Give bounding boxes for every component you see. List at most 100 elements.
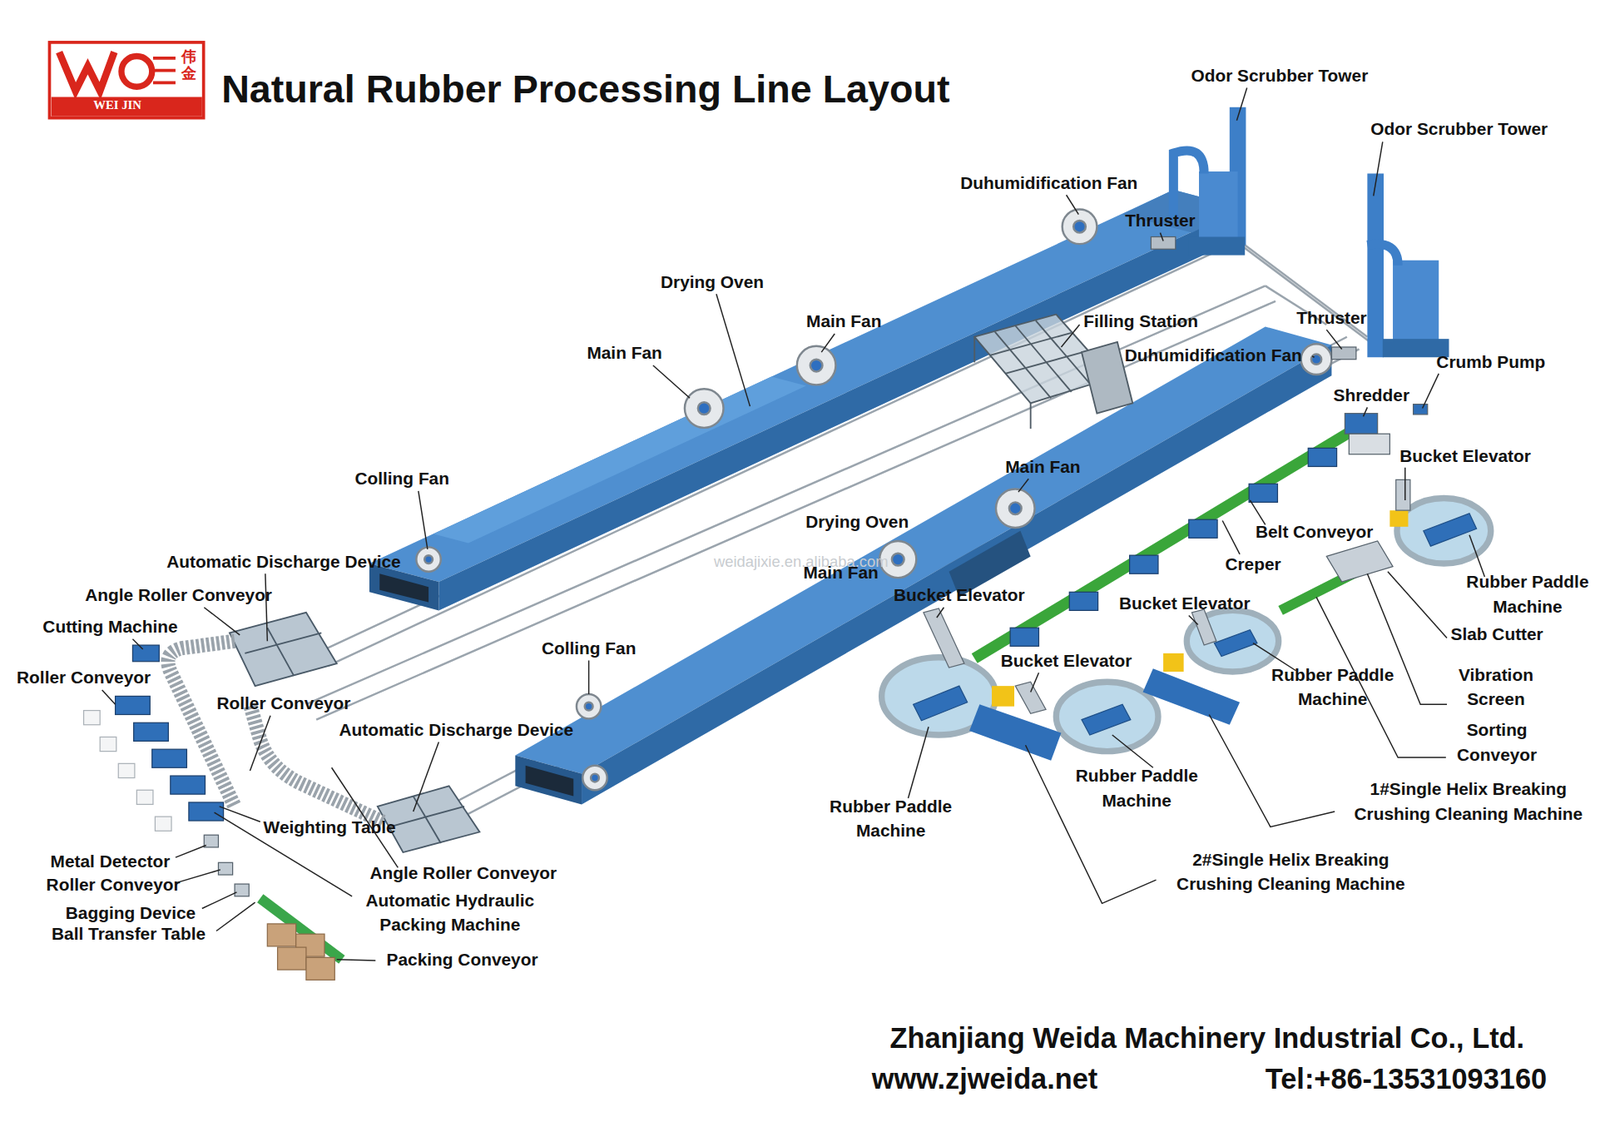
drying-oven [379,573,429,602]
rubber-bale [84,710,101,725]
discharge-device [244,632,322,654]
leader-line [653,365,690,398]
drying-oven [369,189,1244,610]
part-label: Packing Conveyor [386,950,539,971]
discharge-device [413,796,441,843]
bucket-elevator [1191,609,1216,645]
fan [424,554,433,564]
part-label: Bucket Elevator [1119,594,1251,615]
leader-line [1236,87,1247,120]
watermark: weidajixie.en.alibaba.com [713,551,889,570]
leader-line [1208,713,1335,827]
part-label: Angle Roller Conveyor [84,585,273,607]
leader-line [1222,520,1240,554]
fan [1009,501,1022,515]
rubber-bale [99,736,117,751]
filling-station [1030,402,1032,429]
leader-line [588,659,590,694]
logo-band [50,97,205,120]
part-label: Cutting Machine [42,617,178,639]
filling-station [973,336,976,363]
part-label: Main Fan [1005,456,1080,478]
thruster [1331,346,1356,360]
part-label: Angle Roller Conveyor [369,862,557,884]
roller-conveyor [168,640,235,807]
part-label: Metal Detector [50,852,171,873]
fan [576,693,601,719]
leader-line [1312,356,1314,357]
helix-machine [1143,668,1241,724]
part-label: Sorting Conveyor [1446,718,1549,768]
filling-station [990,332,1072,356]
part-label: Thruster [1296,307,1368,329]
drying-oven [525,765,575,797]
filling-station [995,331,1051,399]
part-label: 1#Single Helix Breaking Crushing Cleanin… [1332,777,1600,827]
leader-line [821,333,835,352]
part-label: Rubber Paddle Machine [819,794,963,844]
company-website: www.zjweida.net [871,1061,1099,1096]
metal-detector [234,883,249,897]
packing-machine [188,802,224,821]
leader-line [132,639,143,649]
rail-track [1224,229,1368,337]
part-label: Weighting Table [263,817,397,838]
helix-machine [1163,653,1184,672]
helix-machine [991,685,1015,707]
discharge-device [229,612,337,686]
discharge-device [389,806,465,828]
creper [1010,627,1039,646]
part-label: Roller Conveyor [216,693,351,715]
drying-oven [581,345,1332,805]
part-label: Drying Oven [660,272,764,293]
part-label: Roller Conveyor [46,875,181,897]
helix-machine [1389,510,1408,527]
fan [810,359,823,372]
part-label: Creper [1224,554,1281,576]
part-label: Rubber Paddle Machine [1065,763,1209,813]
leader-line [202,891,238,909]
leader-line [1362,406,1368,417]
leader-line [907,726,929,798]
leader-line [1188,615,1199,625]
leader-line [265,573,268,641]
creper [1129,554,1159,574]
screen-cutter [1348,433,1390,455]
leader-line [1469,534,1485,577]
logo-mark [59,52,114,92]
scrubber-tower [1173,107,1449,357]
part-label: Drying Oven [805,511,909,533]
rubber-bale [154,816,172,831]
part-label: 2#Single Helix Breaking Crushing Cleanin… [1155,847,1427,897]
part-label: Main Fan [806,312,882,333]
part-label: Crumb Pump [1436,352,1546,374]
filling-station [1005,351,1087,374]
packing-machine [133,722,169,741]
page-title: Natural Rubber Processing Line Layout [221,68,950,113]
bucket-elevator [1396,479,1411,511]
rubber-bale [84,710,172,832]
part-label: Main Fan [586,343,662,365]
leader-line [1030,672,1040,692]
screen-cutter [1344,413,1378,435]
logo-text: WEI JIN [61,99,174,114]
company-name: Zhanjiang Weida Machinery Industrial Co.… [890,1020,1526,1056]
carton-box [267,923,296,947]
screen-cutter [1413,404,1428,415]
leader-line [216,901,256,931]
packing-machine [115,695,151,714]
fan [1073,220,1086,233]
scrubber-tower [1392,260,1439,347]
fan [891,553,905,566]
paddle-machine [1423,513,1477,546]
part-label: Ball Transfer Table [51,924,206,946]
fan [416,208,1332,790]
drying-oven [515,326,1332,804]
part-label: Duhumidification Fan [960,173,1138,194]
creper [1248,483,1278,502]
helix-machine [969,703,1061,760]
company-phone: Tel:+86-13531093160 [1265,1061,1547,1096]
fan [1062,208,1098,244]
logo-box: 伟金WEI JIN [48,40,206,119]
creper [1307,447,1337,466]
